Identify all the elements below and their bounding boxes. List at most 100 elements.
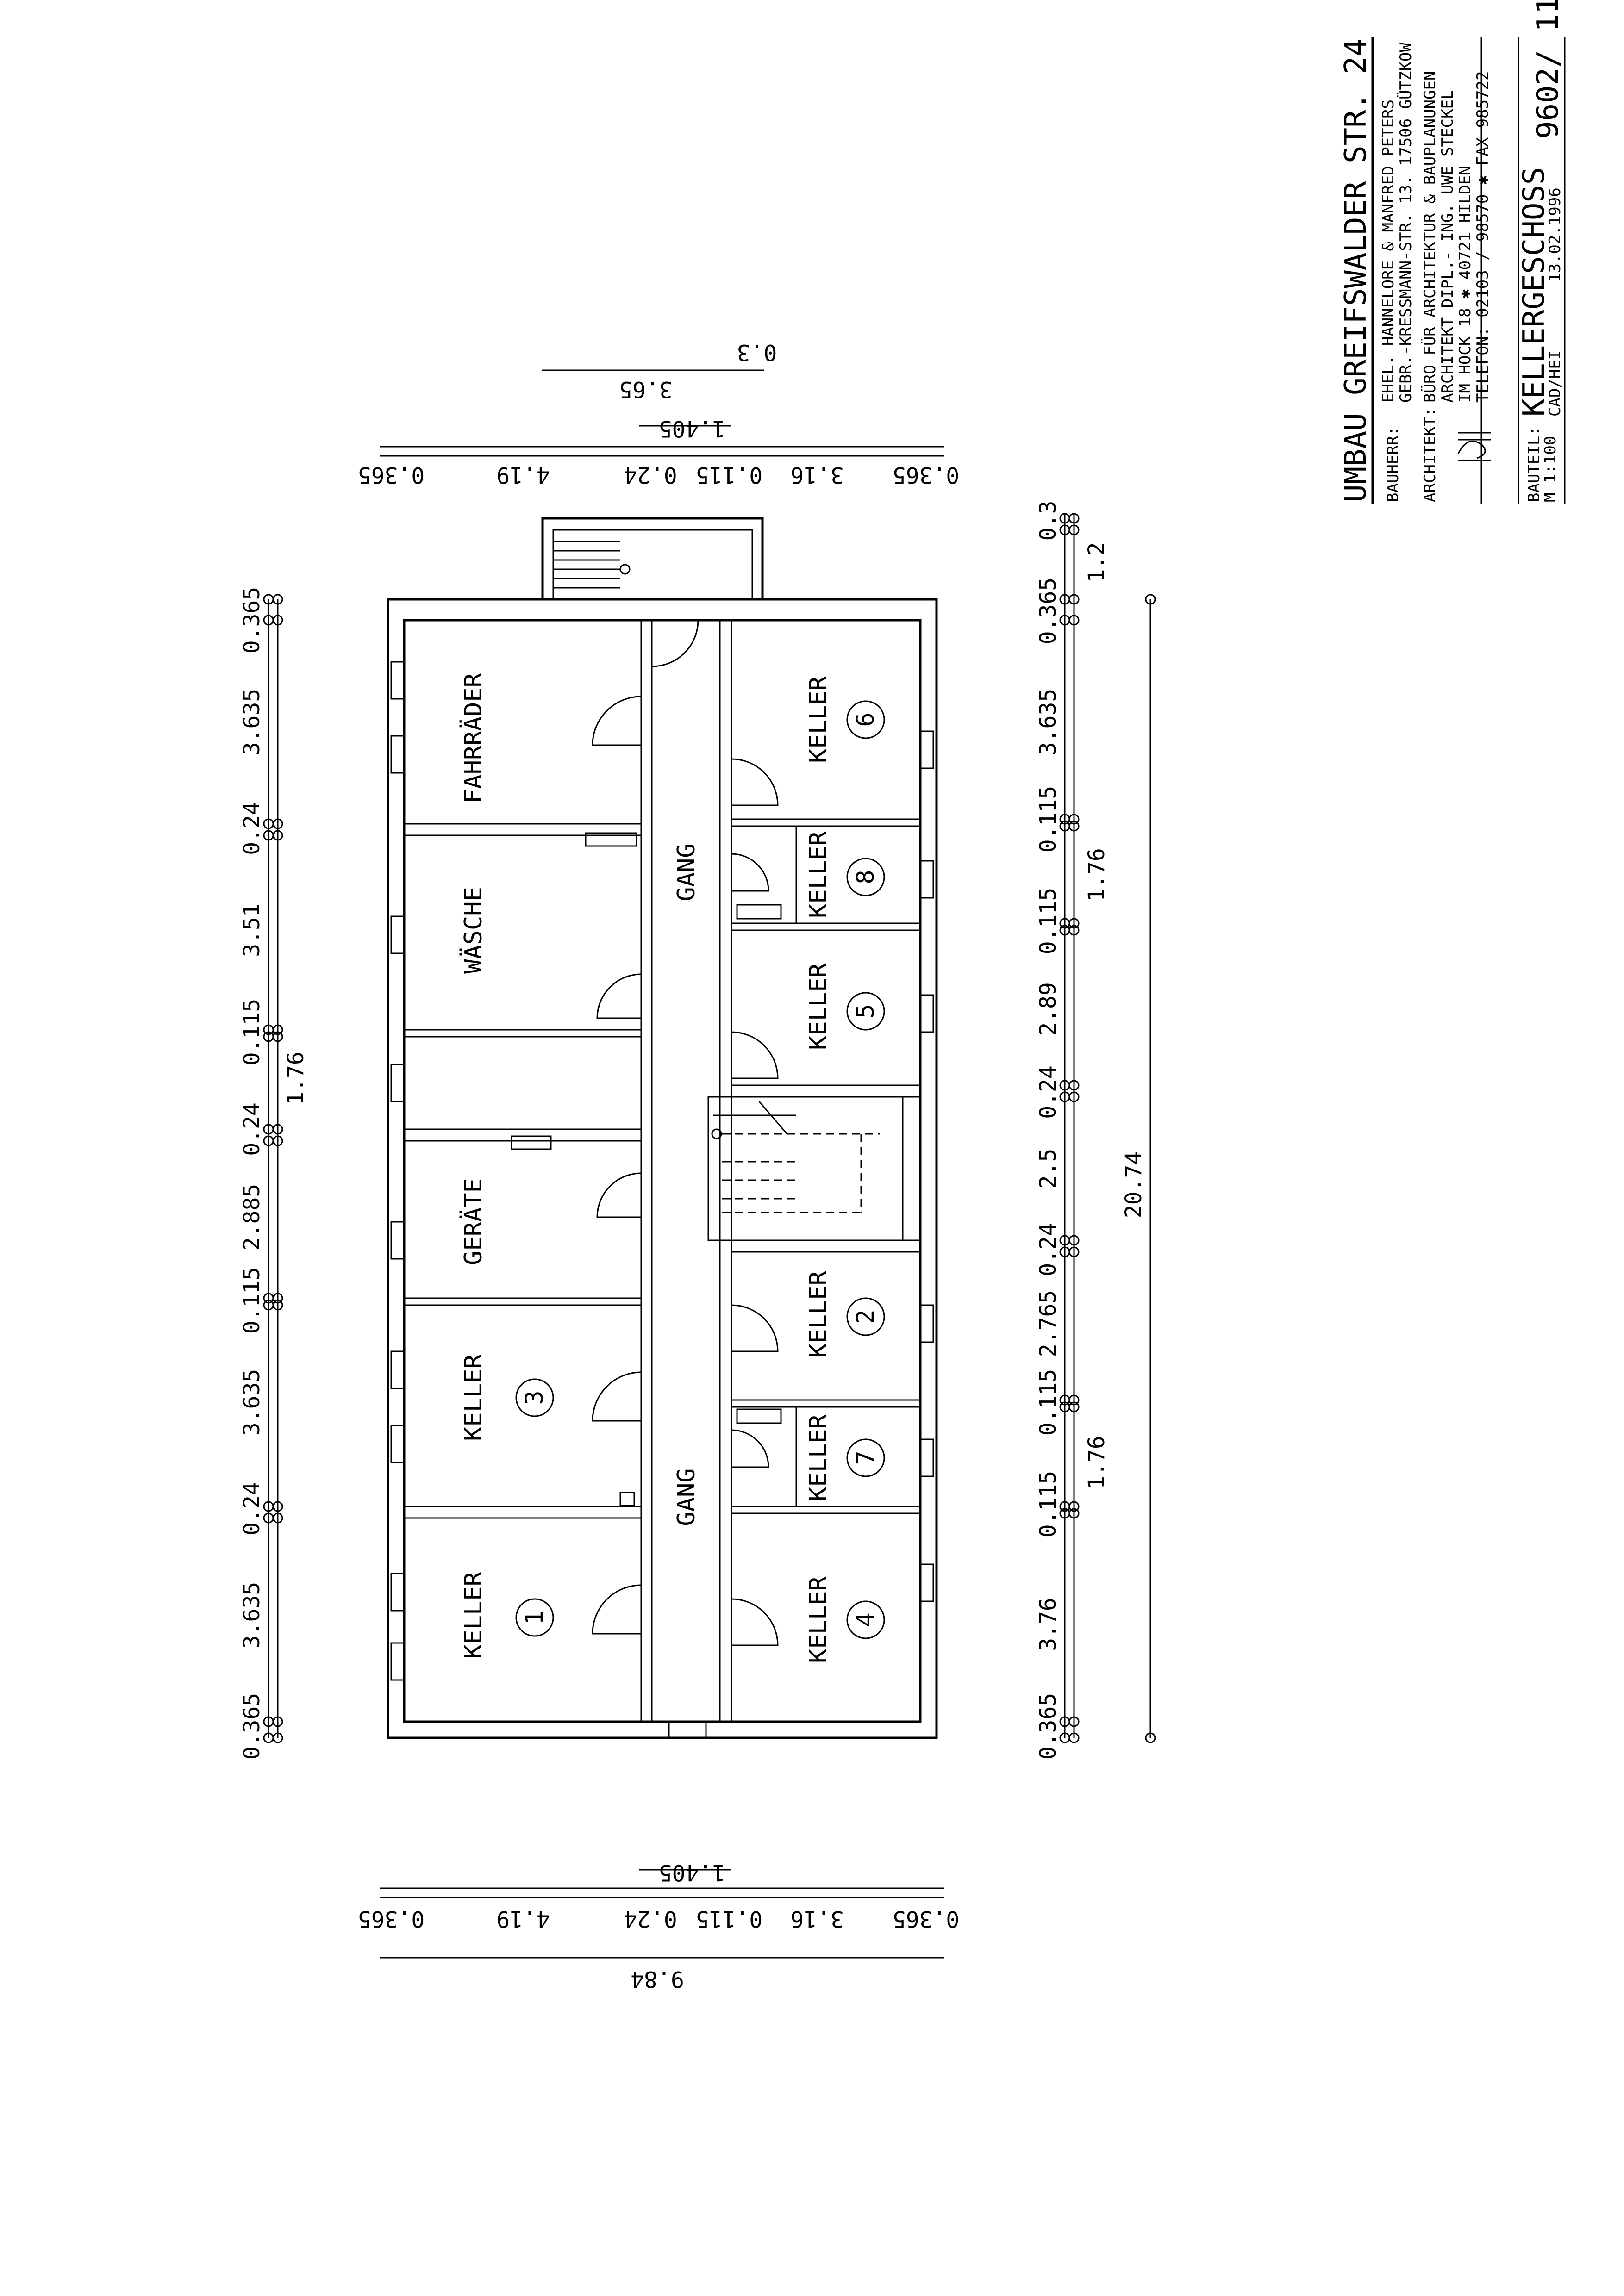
dimension-tick [1068, 1091, 1080, 1102]
building-walls [387, 517, 938, 1739]
dimension-tick [1068, 918, 1080, 929]
dim-top-0: 0.365 [358, 462, 425, 488]
dim-top-upper-0: 3.65 [619, 376, 673, 402]
dimension-tick [1068, 1508, 1080, 1519]
dim-left-9: 3.635 [239, 1369, 265, 1436]
dimension-chain-right: 0.3 1.2 0.365 3.635 0.115 1.76 0.115 2.8… [1035, 501, 1156, 1760]
room-label-geraete: GERÄTE [459, 1178, 487, 1265]
dimension-tick [272, 1732, 283, 1743]
room-label-keller-7: KELLER [805, 1414, 832, 1501]
dim-left-3: 3.51 [239, 903, 265, 957]
entrance-stairs [553, 541, 631, 589]
dim-top-mid: 1.405 [659, 416, 726, 442]
dim-left-10: 0.24 [239, 1482, 265, 1536]
vent-symbols [511, 832, 782, 1506]
dim-top-4: 3.16 [790, 462, 844, 488]
room-label-keller-1: KELLER [460, 1571, 487, 1659]
dim-right-top-0: 0.3 [1035, 501, 1061, 541]
dim-right-9: 2.765 [1035, 1290, 1061, 1357]
dim-right-6: 0.24 [1035, 1065, 1061, 1119]
room-number-1: 1 [521, 1610, 549, 1624]
dim-left-4: 0.115 [239, 999, 265, 1066]
architect-line-4: TELEFON: 02103 / 98570 ✱ FAX 985722 [1474, 71, 1492, 403]
room-number-4: 4 [852, 1612, 880, 1627]
dim-bottom-5: 0.365 [893, 1906, 960, 1932]
title-block: UMBAU GREIFSWALDER STR. 24 BAUHERR: EHEL… [1339, 0, 1566, 504]
room-number-3: 3 [521, 1390, 549, 1405]
dimension-tick [1068, 925, 1080, 936]
dim-right-14: 0.365 [1035, 1693, 1061, 1760]
part-label: BAUTEIL: [1525, 426, 1543, 502]
windows-left [390, 661, 405, 1681]
dim-left-11: 3.635 [239, 1582, 265, 1649]
dim-right-13: 3.76 [1035, 1598, 1061, 1651]
room-number-6: 6 [852, 712, 880, 727]
sheet-title: KELLERGESCHOSS [1517, 167, 1551, 417]
dimension-tick [1068, 615, 1080, 626]
dimension-tick [272, 830, 283, 841]
dimension-tick [1068, 1080, 1080, 1091]
dim-right-10: 0.115 [1035, 1369, 1061, 1436]
room-number-2: 2 [852, 1309, 880, 1324]
dim-right-5: 2.89 [1035, 982, 1061, 1036]
architect-line-3: IM HOCK 18 ✱ 40721 HILDEN [1456, 166, 1474, 403]
dim-right-1: 3.635 [1035, 689, 1061, 756]
dim-right-2: 0.115 [1035, 786, 1061, 853]
dimension-tick [1068, 1401, 1080, 1412]
dimension-tick [272, 1124, 283, 1135]
room-label-keller-5: KELLER [805, 963, 832, 1050]
dim-top-5: 0.365 [893, 462, 960, 488]
dim-top-3: 0.115 [696, 462, 763, 488]
dim-bottom-3: 0.115 [696, 1906, 763, 1932]
dimension-tick [1068, 814, 1080, 825]
dim-right-11: 1.76 [1084, 1436, 1110, 1489]
dimension-tick [1068, 1394, 1080, 1406]
client-label: BAUHERR: [1384, 426, 1402, 502]
architect-logo-icon [1457, 432, 1491, 461]
room-label-keller-3: KELLER [460, 1354, 487, 1441]
dimension-tick [1068, 1732, 1080, 1743]
dim-top-upper-1: 0.3 [737, 339, 777, 365]
dimension-chain-left: 0.365 3.635 0.24 3.51 0.115 1.76 0.24 2.… [239, 587, 309, 1760]
dimension-tick [272, 594, 283, 605]
dim-overall-width: 9.84 [631, 1966, 684, 1992]
dimension-tick [272, 1300, 283, 1311]
dim-right-4: 0.115 [1035, 888, 1061, 955]
dimension-tick [272, 1293, 283, 1304]
doors [592, 620, 779, 1646]
client-line-2: GEBR.-KRESSMANN-STR. 13. 17506 GÜTZKOW [1396, 43, 1415, 403]
room-label-fahrraeder: FAHRRÄDER [459, 672, 487, 803]
dimension-tick [272, 1024, 283, 1035]
dimension-tick [1145, 1732, 1156, 1743]
dim-left-5: 1.76 [283, 1052, 309, 1105]
room-number-5: 5 [852, 1004, 880, 1018]
architect-line-1: BÜRO FÜR ARCHITEKTUR & BAUPLANUNGEN [1420, 71, 1439, 403]
room-label-keller-2: KELLER [805, 1270, 832, 1358]
dimension-tick [1068, 1246, 1080, 1257]
room-label-keller-8: KELLER [805, 831, 832, 918]
dim-left-7: 2.885 [239, 1184, 265, 1251]
dimension-chain-top: 0.365 4.19 0.24 0.115 3.16 0.365 3.65 0.… [358, 339, 960, 488]
dimension-tick [1068, 513, 1080, 524]
room-label-keller-4: KELLER [805, 1576, 832, 1663]
dim-right-top-1: 1.2 [1084, 542, 1110, 583]
dimension-tick [272, 615, 283, 626]
dimension-tick [1068, 1235, 1080, 1246]
room-numbers: 1 2 3 4 5 6 7 8 [515, 700, 885, 1639]
room-label-gang-2: GANG [673, 1468, 700, 1526]
architect-label: ARCHITEKT: [1421, 407, 1439, 502]
cad-text: CAD/HEI [1546, 350, 1564, 417]
dim-left-0: 0.365 [239, 587, 265, 654]
dim-left-1: 3.635 [239, 689, 265, 756]
dim-bottom-1: 4.19 [496, 1906, 550, 1932]
dimension-tick [1068, 524, 1080, 535]
room-label-keller-6: KELLER [805, 676, 832, 763]
dimension-tick [1068, 594, 1080, 605]
dim-right-7: 2.5 [1035, 1149, 1061, 1189]
windows-right [919, 730, 934, 1602]
dim-right-0: 0.365 [1035, 578, 1061, 645]
dimension-tick [1068, 1716, 1080, 1727]
scale-text: M 1:100 [1541, 436, 1560, 502]
dimension-tick [272, 1501, 283, 1512]
